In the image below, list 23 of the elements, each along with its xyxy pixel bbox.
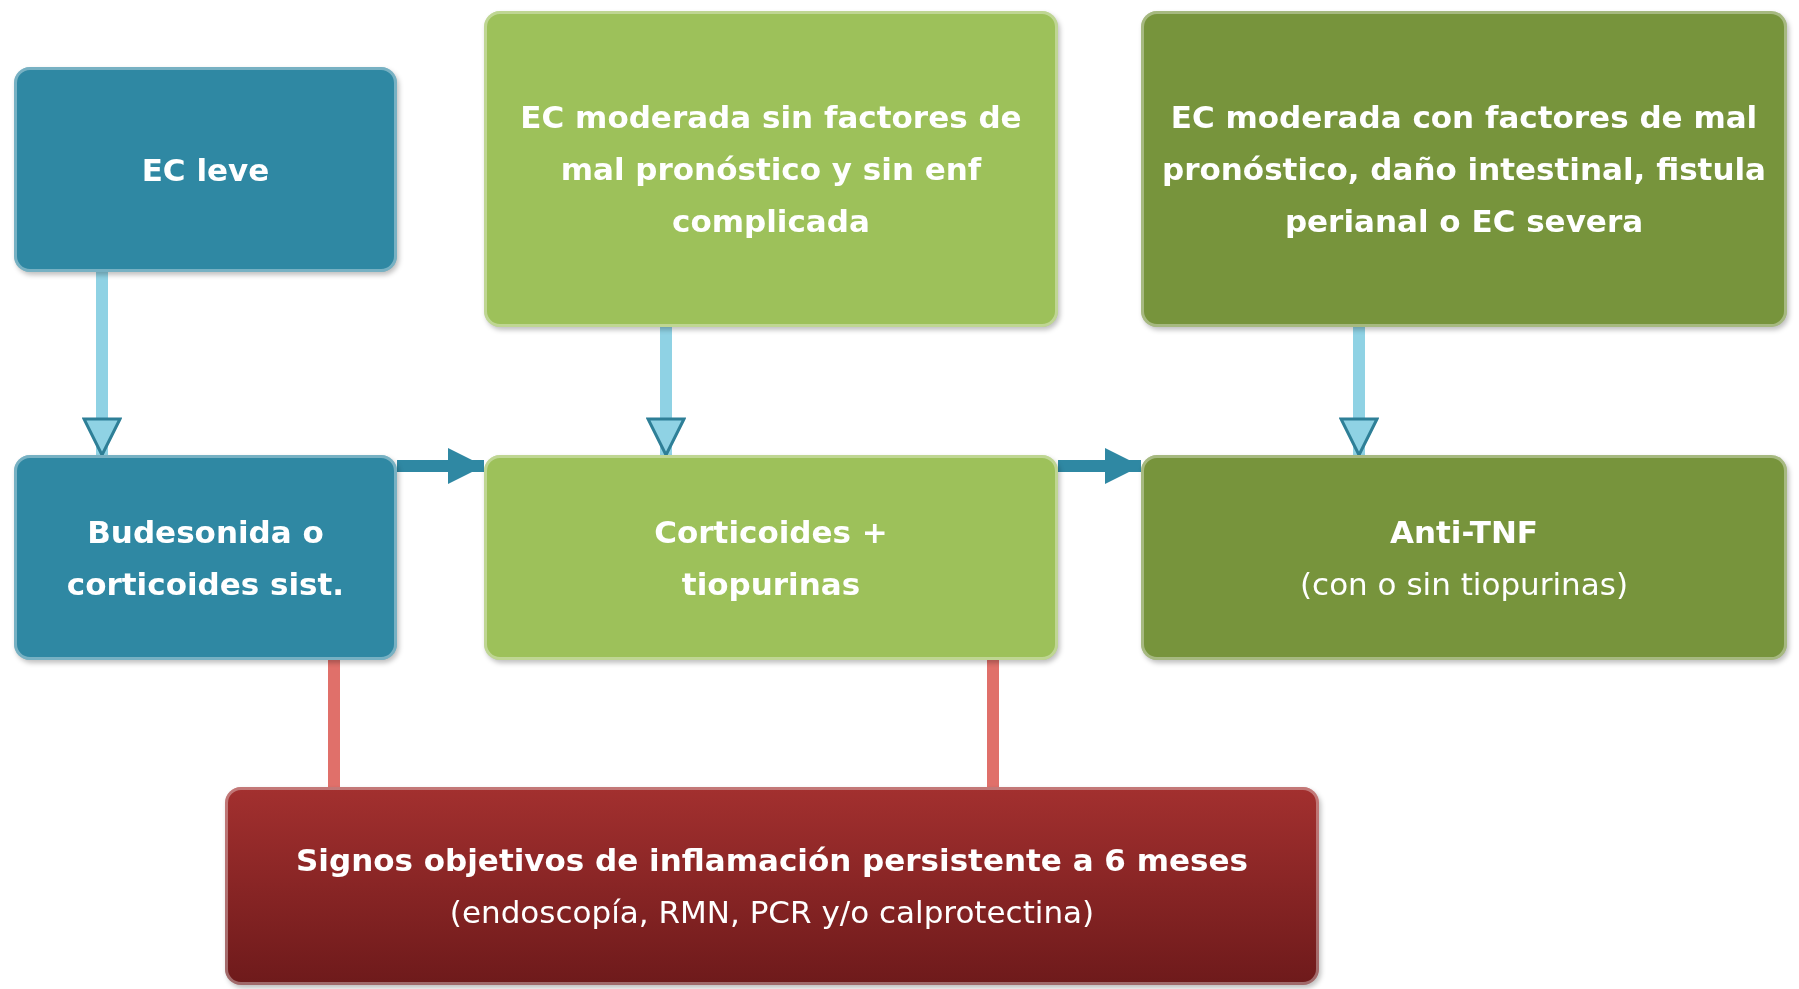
process-box (14, 455, 397, 660)
outcome-box (225, 787, 1319, 985)
arrow (1058, 448, 1141, 484)
process-box (1141, 11, 1787, 327)
node-label: EC leve (141, 150, 270, 190)
arrow (397, 448, 484, 484)
connector-line (328, 660, 340, 787)
node-label: EC moderada sin factores de mal pronóstico y sin enf complicada (519, 98, 1023, 241)
connector-line (987, 660, 999, 787)
process-box (1141, 455, 1787, 660)
process-box (14, 67, 397, 272)
node-sublabel: (endoscopía, RMN, PCR y/o calprotectina) (449, 893, 1095, 932)
arrow (1339, 327, 1379, 457)
process-box (484, 11, 1058, 327)
node-label: Corticoides + tiopurinas (653, 512, 889, 604)
node-sublabel: (con o sin tiopurinas) (1300, 564, 1628, 604)
node-label: EC moderada con factores de mal pronóstico, daño intestinal, fistula perianal o EC severa (1161, 98, 1767, 241)
process-box (484, 455, 1058, 660)
node-label: Budesonida o corticoides sist. (65, 512, 346, 604)
arrow (646, 327, 686, 457)
arrow (82, 272, 122, 457)
node-label: Anti-TNF (1389, 512, 1539, 552)
node-label: Signos objetivos de inflamación persistente a 6 meses (296, 841, 1248, 880)
